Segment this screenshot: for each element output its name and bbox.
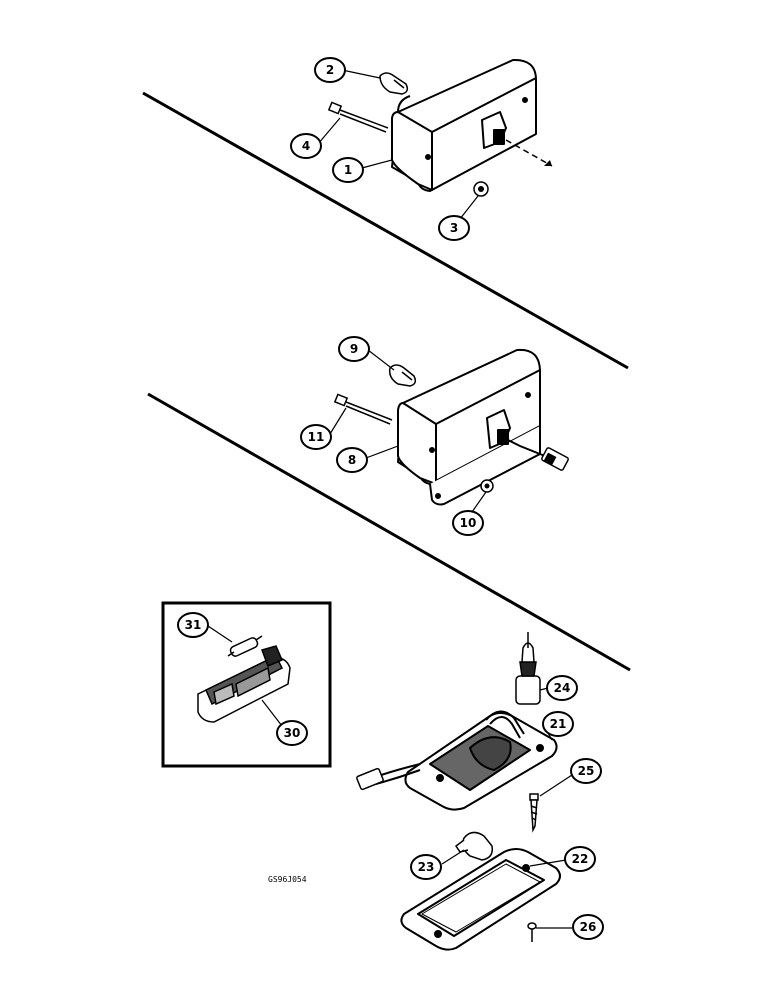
callout-9-label: 9 [350,342,358,356]
callout-31-label: 31 [185,618,202,632]
callout-21: 21 [542,711,574,737]
callout-1-label: 1 [344,163,352,177]
callout-23-label: 23 [418,860,435,874]
callout-30: 30 [276,720,308,746]
bolt-top [327,101,389,133]
drawing-reference-code: GS96J054 [268,875,307,884]
callout-2: 2 [314,57,346,83]
callout-21-label: 21 [550,717,567,731]
callout-26-label: 26 [580,920,597,934]
callout-25: 25 [570,758,602,784]
callout-4-label: 4 [302,139,310,153]
callout-24: 24 [546,675,578,701]
lamp-assembly-middle [397,348,541,506]
wire-direction-arrow-top [505,139,553,167]
callout-4: 4 [290,133,322,159]
callout-30-label: 30 [284,726,301,740]
lamp-assembly-top [391,58,537,192]
callout-23: 23 [410,854,442,880]
callout-1: 1 [332,157,364,183]
lens-frame [400,848,561,951]
housing-connector-plug [356,767,384,791]
callout-24-label: 24 [554,681,571,695]
divider-line-middle [147,392,631,672]
callout-8: 8 [336,447,368,473]
callout-3: 3 [438,215,470,241]
callout-31: 31 [177,612,209,638]
festoon-bulb [227,635,263,657]
callout-8-label: 8 [348,453,356,467]
callout-3-label: 3 [450,221,458,235]
callout-26: 26 [572,914,604,940]
bulb-holder [515,632,541,705]
callout-9: 9 [338,336,370,362]
divider-line-top [142,91,629,370]
small-screw [527,922,537,942]
bolt-middle [333,393,393,425]
callout-10-label: 10 [460,516,477,530]
callout-2-label: 2 [326,63,334,77]
callout-11: 11 [300,424,332,450]
wood-screw [529,793,539,833]
callout-11-label: 11 [308,430,325,444]
callout-22: 22 [564,846,596,872]
callout-22-label: 22 [572,852,589,866]
connector-plug-middle [507,439,569,471]
leader-lines [207,69,573,929]
interior-lamp-housing [197,645,291,723]
license-bulb [454,831,494,861]
bulb-top [379,72,409,95]
callout-25-label: 25 [578,764,595,778]
callout-10: 10 [452,510,484,536]
bulb-middle [388,364,417,387]
